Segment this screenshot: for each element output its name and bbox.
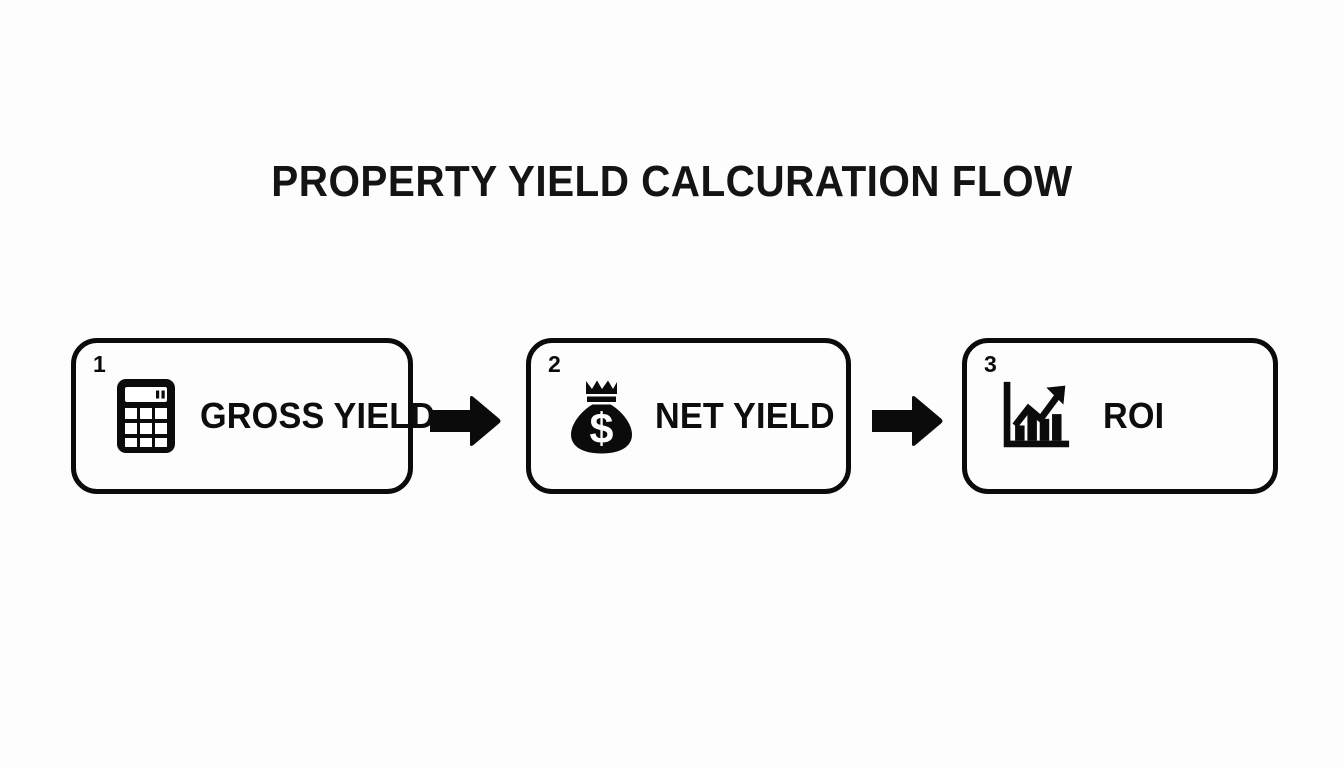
step-number-badge: 3 (984, 351, 997, 377)
step-card-content: GROSS YIELD (76, 377, 435, 455)
step-label-roi: ROI (1103, 395, 1165, 436)
step-card-content: ROI (967, 377, 1273, 455)
step-card-content: $ NET YIELD (531, 377, 846, 455)
money-bag-icon: $ (565, 377, 637, 455)
step-label-net-yield: NET YIELD (655, 395, 835, 436)
step-label-gross-yield: GROSS YIELD (200, 395, 436, 436)
step-card-net-yield[interactable]: 2 $ NET YIELD (526, 338, 851, 494)
step-number-badge: 2 (548, 351, 561, 377)
flow-row: 1 (0, 338, 1344, 496)
svg-text:$: $ (590, 405, 614, 453)
arrow-right-icon (430, 395, 502, 447)
arrow-right-icon (872, 395, 944, 447)
bar-chart-growth-icon (999, 377, 1071, 455)
step-card-roi[interactable]: 3 (962, 338, 1278, 494)
step-card-gross-yield[interactable]: 1 (71, 338, 435, 494)
step-number-badge: 1 (93, 351, 106, 377)
calculator-icon (110, 377, 182, 455)
page-title: PROPERTY YIELD CALCURATION FLOW (271, 157, 1073, 206)
